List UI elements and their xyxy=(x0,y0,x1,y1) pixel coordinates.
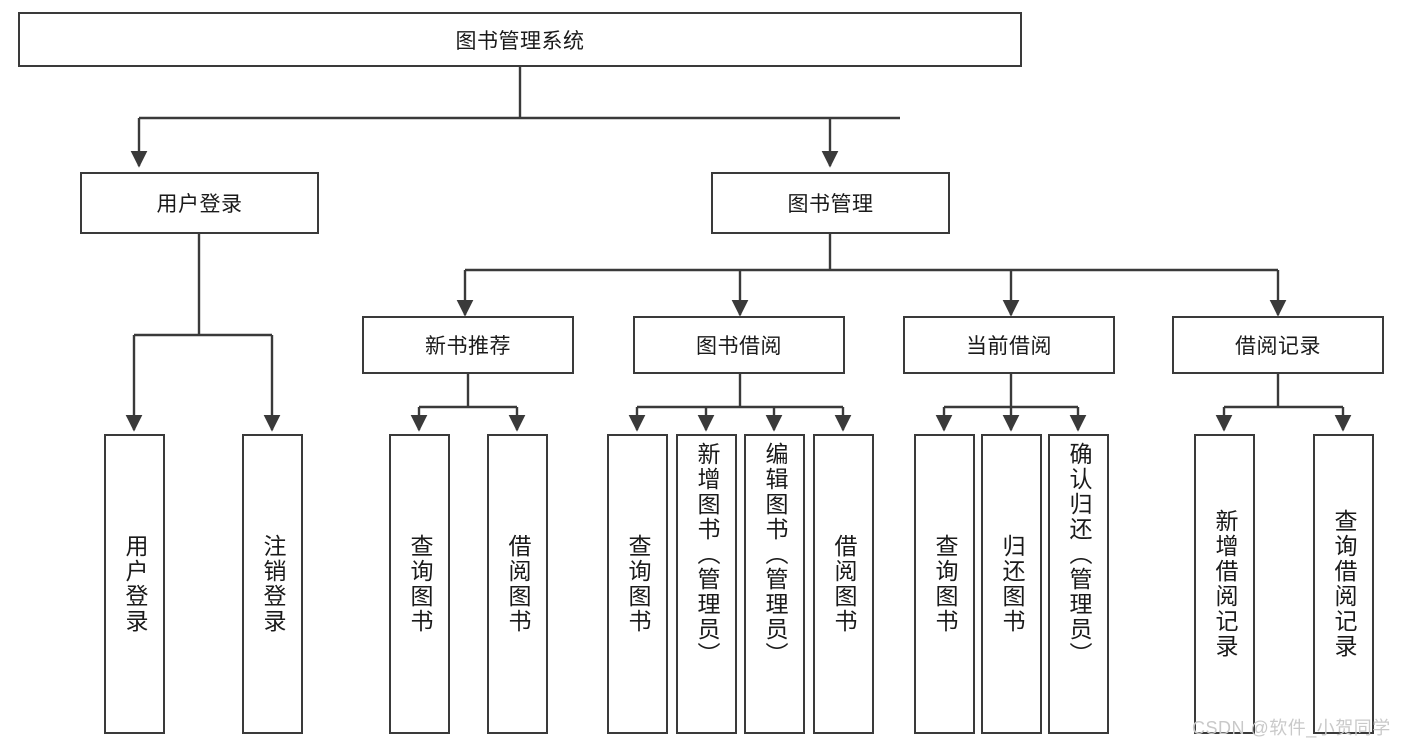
leaf-label: 确认归还（管理员） xyxy=(1066,442,1092,667)
leaf-new-book-borrow[interactable]: 借阅图书 xyxy=(487,434,548,734)
leaf-label: 查询借阅记录 xyxy=(1331,509,1357,659)
leaf-book-borrow-edit[interactable]: 编辑图书（管理员） xyxy=(744,434,805,734)
leaf-label: 查询图书 xyxy=(932,534,958,634)
node-book-management[interactable]: 图书管理 xyxy=(711,172,950,234)
node-borrow-record-label: 借阅记录 xyxy=(1235,335,1321,358)
node-book-management-label: 图书管理 xyxy=(787,193,874,216)
leaf-book-borrow-query[interactable]: 查询图书 xyxy=(607,434,668,734)
leaf-label: 借阅图书 xyxy=(831,534,857,634)
node-new-book-recommend-label: 新书推荐 xyxy=(425,335,511,358)
leaf-label: 编辑图书（管理员） xyxy=(762,442,788,667)
node-borrow-record[interactable]: 借阅记录 xyxy=(1172,316,1384,374)
leaf-new-book-query[interactable]: 查询图书 xyxy=(389,434,450,734)
leaf-book-borrow-add[interactable]: 新增图书（管理员） xyxy=(676,434,737,734)
node-current-borrow[interactable]: 当前借阅 xyxy=(903,316,1115,374)
leaf-label: 查询图书 xyxy=(625,534,651,634)
leaf-label: 新增借阅记录 xyxy=(1212,509,1238,659)
leaf-user-login-login[interactable]: 用户登录 xyxy=(104,434,165,734)
node-user-login-label: 用户登录 xyxy=(156,193,243,216)
leaf-user-login-logout[interactable]: 注销登录 xyxy=(242,434,303,734)
leaf-current-borrow-return[interactable]: 归还图书 xyxy=(981,434,1042,734)
leaf-current-borrow-confirm[interactable]: 确认归还（管理员） xyxy=(1048,434,1109,734)
leaf-label: 查询图书 xyxy=(407,534,433,634)
leaf-label: 借阅图书 xyxy=(505,534,531,634)
leaf-label: 新增图书（管理员） xyxy=(694,442,720,667)
node-root[interactable]: 图书管理系统 xyxy=(18,12,1022,67)
leaf-label: 注销登录 xyxy=(260,534,286,634)
node-root-label: 图书管理系统 xyxy=(455,29,585,53)
node-current-borrow-label: 当前借阅 xyxy=(966,335,1052,358)
node-book-borrow[interactable]: 图书借阅 xyxy=(633,316,845,374)
leaf-borrow-record-query[interactable]: 查询借阅记录 xyxy=(1313,434,1374,734)
leaf-borrow-record-add[interactable]: 新增借阅记录 xyxy=(1194,434,1255,734)
node-book-borrow-label: 图书借阅 xyxy=(696,335,782,358)
leaf-current-borrow-query[interactable]: 查询图书 xyxy=(914,434,975,734)
csdn-watermark: CSDN @软件_小贺同学 xyxy=(1192,718,1391,738)
node-new-book-recommend[interactable]: 新书推荐 xyxy=(362,316,574,374)
leaf-label: 归还图书 xyxy=(999,534,1025,634)
leaf-label: 用户登录 xyxy=(122,534,148,634)
node-user-login[interactable]: 用户登录 xyxy=(80,172,319,234)
leaf-book-borrow-lend[interactable]: 借阅图书 xyxy=(813,434,874,734)
